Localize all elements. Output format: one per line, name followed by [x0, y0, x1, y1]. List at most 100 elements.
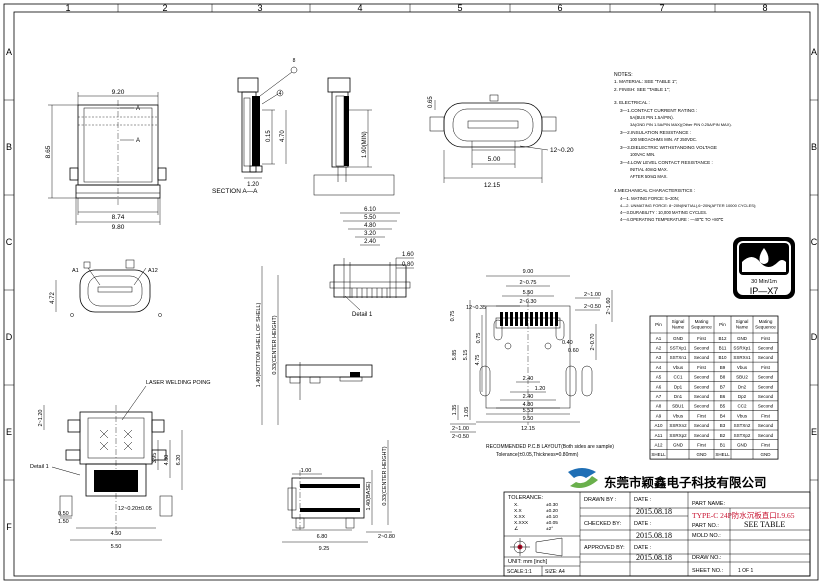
pin-table-cell: Dn2 [738, 384, 747, 389]
fp-dim-480: 4.80 [523, 402, 534, 408]
laser-view: LASER WELDING POING 2~1.20 3.95 [30, 380, 211, 550]
side-dim-2x080: 2~0.80 [378, 534, 395, 540]
pin-table-cell: First [697, 443, 706, 448]
fp-dim-2x070: 2~0.70 [590, 334, 596, 351]
front-dim-065: 0.65 [428, 96, 434, 108]
pin-table-cell: Second [758, 375, 774, 380]
pin-table-cell: Vbus [673, 413, 684, 418]
pin-table-cell: A9 [656, 413, 662, 418]
pin-table-cell: First [761, 443, 770, 448]
pin-table-cell: SSTXp1 [670, 346, 687, 351]
pcb-end-view: 6.10 5.50 4.80 3.20 2.40 1.60 0.80 Detai… [329, 207, 414, 318]
border-row-e-right: E [811, 427, 817, 437]
checked-by-label: CHECKED BY: [584, 521, 621, 527]
note-line-4-1: 4—1. MATING FORCE: 5~20N; [620, 196, 679, 201]
pcb-dim-160: 1.60 [402, 252, 414, 258]
border-row-b: B [6, 142, 12, 152]
pin-table-cell: A12 [654, 443, 663, 448]
date-label-2: DATE : [634, 521, 652, 527]
fp-dim-2x050-bottom: 2~0.50 [452, 434, 469, 440]
border-col-2: 2 [162, 3, 167, 13]
fp-dim-515: 5.15 [463, 350, 469, 361]
pin-table-cell: A8 [656, 404, 662, 409]
pin-table-cell: SSTXn1 [670, 355, 687, 360]
laser-detail-label: Detail 1 [30, 464, 49, 470]
note-line-3-1: 3—1.CONTACT CURRENT RATING : [620, 108, 697, 113]
pin-table-cell: First [761, 413, 770, 418]
pin-table-cell: A2 [656, 346, 662, 351]
company-logo-icon [568, 468, 596, 478]
pin-table-cell: B9 [720, 365, 726, 370]
vertical-label-bottom-shell: 1.40(BOTTOM SHELL OF SHELL) [256, 303, 262, 388]
laser-label: LASER WELDING POING [146, 380, 211, 386]
fp-dim-900: 9.00 [523, 269, 534, 275]
tol-key-3: X.XXX [514, 520, 529, 526]
iso-label-a12: A12 [148, 268, 158, 274]
pin-table-cell: Vbus [737, 413, 748, 418]
panel-side-view: 1.90(MIN) [313, 77, 395, 196]
border-col-8: 8 [762, 3, 767, 13]
border-col-3: 3 [257, 3, 262, 13]
mold-no-label: MOLD NO.: [692, 533, 721, 539]
part-name-value: TYPE-C 24P防水沉板直口L9.65 [692, 510, 795, 520]
border-row-c-right: C [811, 237, 818, 247]
tol-val-0: ±0.30 [546, 502, 558, 508]
tol-key-2: X.XX [514, 514, 526, 520]
pin-table-cell: SSRXn2 [669, 423, 687, 428]
pin-table-header: Pin [719, 322, 726, 327]
pin-table-cell: Second [694, 423, 710, 428]
note-line-2: 2. FINISH: SEE "TABLE 1"; [614, 87, 670, 92]
pin-table-cell: SSRXp1 [733, 346, 751, 351]
section-dim-120: 1.20 [247, 182, 259, 188]
laser-dim-480: 4.80 [164, 455, 170, 466]
border-col-4: 4 [357, 3, 362, 13]
pcb-dim-080: 0.80 [402, 262, 414, 268]
notes-header: NOTES: [614, 72, 633, 78]
side-dim-base: 1.40(BASE) [366, 481, 372, 510]
pin-table-header: Pin [655, 322, 662, 327]
tol-val-1: ±0.20 [546, 508, 558, 514]
border-row-d: D [6, 332, 13, 342]
laser-dim-450: 4.50 [111, 531, 122, 537]
fp-dim-240-b: 2.40 [523, 394, 534, 400]
pin-table-cell: First [697, 413, 706, 418]
pin-table-cell: Second [694, 355, 710, 360]
pin-table-cell: First [761, 365, 770, 370]
pin-table-cell: Second [694, 394, 710, 399]
border-row-b-right: B [811, 142, 817, 152]
fp-dim-2x100-bottom: 2~1.00 [452, 426, 469, 432]
side-dim-100: 1.00 [301, 468, 312, 474]
footprint-view: 9.00 2~0.75 5.50 2~0.30 12~0.35 0.75 5.8… [450, 269, 614, 458]
title-block: TOLERANCE: X. ±0.30 X.X ±0.20 X.XX ±0.10… [503, 491, 811, 577]
pin-table-cell: Second [758, 404, 774, 409]
tol-val-3: ±0.05 [546, 520, 558, 526]
drawn-by-label: DRAWN BY : [584, 497, 617, 503]
part-name-label: PART NAME: [692, 501, 725, 507]
border-col-5: 5 [457, 3, 462, 13]
tol-key-1: X.X [514, 508, 523, 514]
pin-table-cell: A6 [656, 384, 662, 389]
fp-note: RECOMMENDED P.C.B LAYOUT(Both sides are … [486, 444, 614, 450]
border-frame: 1 2 3 4 5 6 7 8 A B C D E F A B C D E [3, 3, 819, 581]
fp-dim-550: 5.50 [523, 290, 534, 296]
company-banner: 东莞市颖鑫电子科技有限公司 [566, 465, 767, 495]
pin-table-cell: B3 [720, 423, 726, 428]
pin-table-cell: Second [694, 346, 710, 351]
section-dim-470: 4.70 [280, 130, 286, 142]
laser-dim-620: 6.20 [176, 455, 182, 466]
section-mark-top: A [136, 106, 140, 112]
pin-table-cell: CC1 [673, 375, 682, 380]
side-dim-center: 0.33(CENTER HEIGHT) [382, 446, 388, 505]
top-dim-depth: 8.65 [45, 145, 52, 158]
pin-table-cell: First [697, 336, 706, 341]
pin-table-cell: SSTXp2 [734, 433, 751, 438]
fp-tolerance: Tolerance(±0.05,Thickness=0.80mm) [496, 452, 579, 458]
note-line-4-3: 4—3.DURABILITY : 10,000 MATING CYCLES. [620, 210, 707, 215]
note-line-3-1b: 3A(GND PIN 1.5A/PIN MAX)(Other PIN 0.25A… [630, 122, 732, 127]
side-dim-190min: 1.90(MIN) [362, 131, 368, 158]
iso-label-a1: A1 [72, 268, 79, 274]
fp-dim-2x030: 2~0.30 [520, 299, 537, 305]
fp-dim-2x050-top: 2~0.50 [584, 304, 601, 310]
